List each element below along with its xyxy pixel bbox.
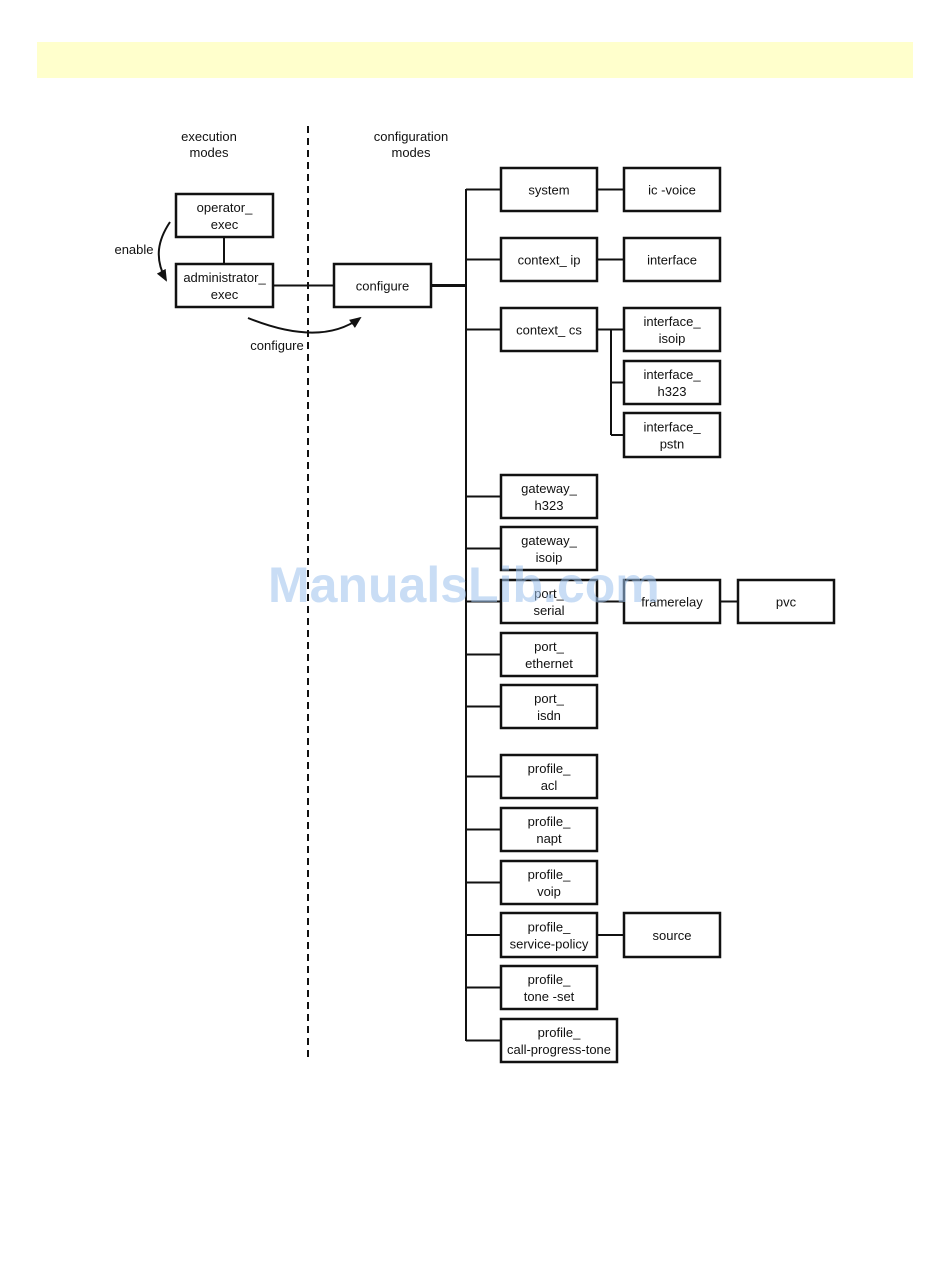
node-port-ethernet-label: port_ xyxy=(534,639,564,654)
node-interface-box xyxy=(622,236,722,283)
node-operator-exec-box xyxy=(174,192,275,239)
header-band xyxy=(37,42,913,78)
node-port-ethernet-box xyxy=(499,631,599,678)
node-interface-pstn-label: interface_ xyxy=(643,420,701,435)
node-profile-acl-box xyxy=(499,753,599,800)
node-administrator-exec-label: administrator_ xyxy=(183,270,266,285)
node-interface-isoip-label: interface_ xyxy=(643,314,701,329)
node-profile-acl-label: profile_ xyxy=(528,761,571,776)
node-ic-voice-box xyxy=(622,166,722,213)
node-profile-tone-set-box xyxy=(499,964,599,1011)
node-port-serial-box xyxy=(499,578,599,625)
node-system-label: system xyxy=(528,183,569,198)
node-port-isdn-label: isdn xyxy=(537,708,561,723)
node-configure-label: configure xyxy=(356,279,409,294)
node-gateway-isoip-box xyxy=(499,525,599,572)
node-administrator-exec-label: exec xyxy=(211,287,239,302)
node-gateway-h323-box xyxy=(499,473,599,520)
node-profile-call-progress-tone-label: profile_ xyxy=(538,1025,581,1040)
node-profile-voip-label: voip xyxy=(537,884,561,899)
node-interface-pstn-label: pstn xyxy=(660,437,685,452)
node-profile-napt-label: profile_ xyxy=(528,814,571,829)
node-profile-tone-set-label: profile_ xyxy=(528,972,571,987)
execution-modes-label: execution xyxy=(181,129,237,144)
node-interface-h323-box xyxy=(622,359,722,406)
configure-edge-label: configure xyxy=(250,338,303,353)
node-source-box xyxy=(622,911,722,959)
node-operator-exec-label: operator_ xyxy=(197,200,253,215)
node-interface-h323-label: interface_ xyxy=(643,367,701,382)
node-gateway-h323-label: h323 xyxy=(535,498,564,513)
node-profile-service-policy-box xyxy=(499,911,599,959)
node-interface-isoip-box xyxy=(622,306,722,353)
node-framerelay-label: framerelay xyxy=(641,595,703,610)
node-configure-box xyxy=(332,262,433,309)
execution-modes-label: modes xyxy=(189,145,229,160)
configure-arrow xyxy=(247,316,362,334)
node-profile-tone-set-label: tone -set xyxy=(524,989,575,1004)
node-system-box xyxy=(499,166,599,213)
node-profile-service-policy-label: service-policy xyxy=(510,937,589,952)
enable-arrow xyxy=(156,221,171,282)
configuration-modes-label: configuration xyxy=(374,129,448,144)
node-port-isdn-label: port_ xyxy=(534,691,564,706)
node-port-isdn-box xyxy=(499,683,599,730)
configuration-modes-label: modes xyxy=(391,145,431,160)
node-context-ip-box xyxy=(499,236,599,283)
enable-label: enable xyxy=(114,242,153,257)
node-gateway-isoip-label: isoip xyxy=(536,550,563,565)
node-profile-voip-box xyxy=(499,859,599,906)
node-interface-isoip-label: isoip xyxy=(659,331,686,346)
node-operator-exec-label: exec xyxy=(211,217,239,232)
node-interface-h323-label: h323 xyxy=(658,384,687,399)
node-profile-acl-label: acl xyxy=(541,778,558,793)
node-profile-call-progress-tone-box xyxy=(499,1017,619,1064)
node-gateway-isoip-label: gateway_ xyxy=(521,533,577,548)
node-profile-napt-label: napt xyxy=(536,831,562,846)
node-port-serial-label: port_ xyxy=(534,586,564,601)
node-port-serial-label: serial xyxy=(533,603,564,618)
node-context-cs-box xyxy=(499,306,599,353)
node-ic-voice-label: ic -voice xyxy=(648,183,696,198)
node-context-ip-label: context_ ip xyxy=(518,253,581,268)
node-pvc-box xyxy=(736,578,836,625)
node-gateway-h323-label: gateway_ xyxy=(521,481,577,496)
node-framerelay-box xyxy=(622,578,722,625)
node-profile-napt-box xyxy=(499,806,599,853)
node-context-cs-label: context_ cs xyxy=(516,323,582,338)
node-profile-voip-label: profile_ xyxy=(528,867,571,882)
node-interface-pstn-box xyxy=(622,411,722,459)
node-pvc-label: pvc xyxy=(776,595,797,610)
node-profile-call-progress-tone-label: call-progress-tone xyxy=(507,1042,611,1057)
node-port-ethernet-label: ethernet xyxy=(525,656,573,671)
node-profile-service-policy-label: profile_ xyxy=(528,920,571,935)
node-interface-label: interface xyxy=(647,253,697,268)
node-source-label: source xyxy=(652,928,691,943)
node-administrator-exec-box xyxy=(174,262,275,309)
